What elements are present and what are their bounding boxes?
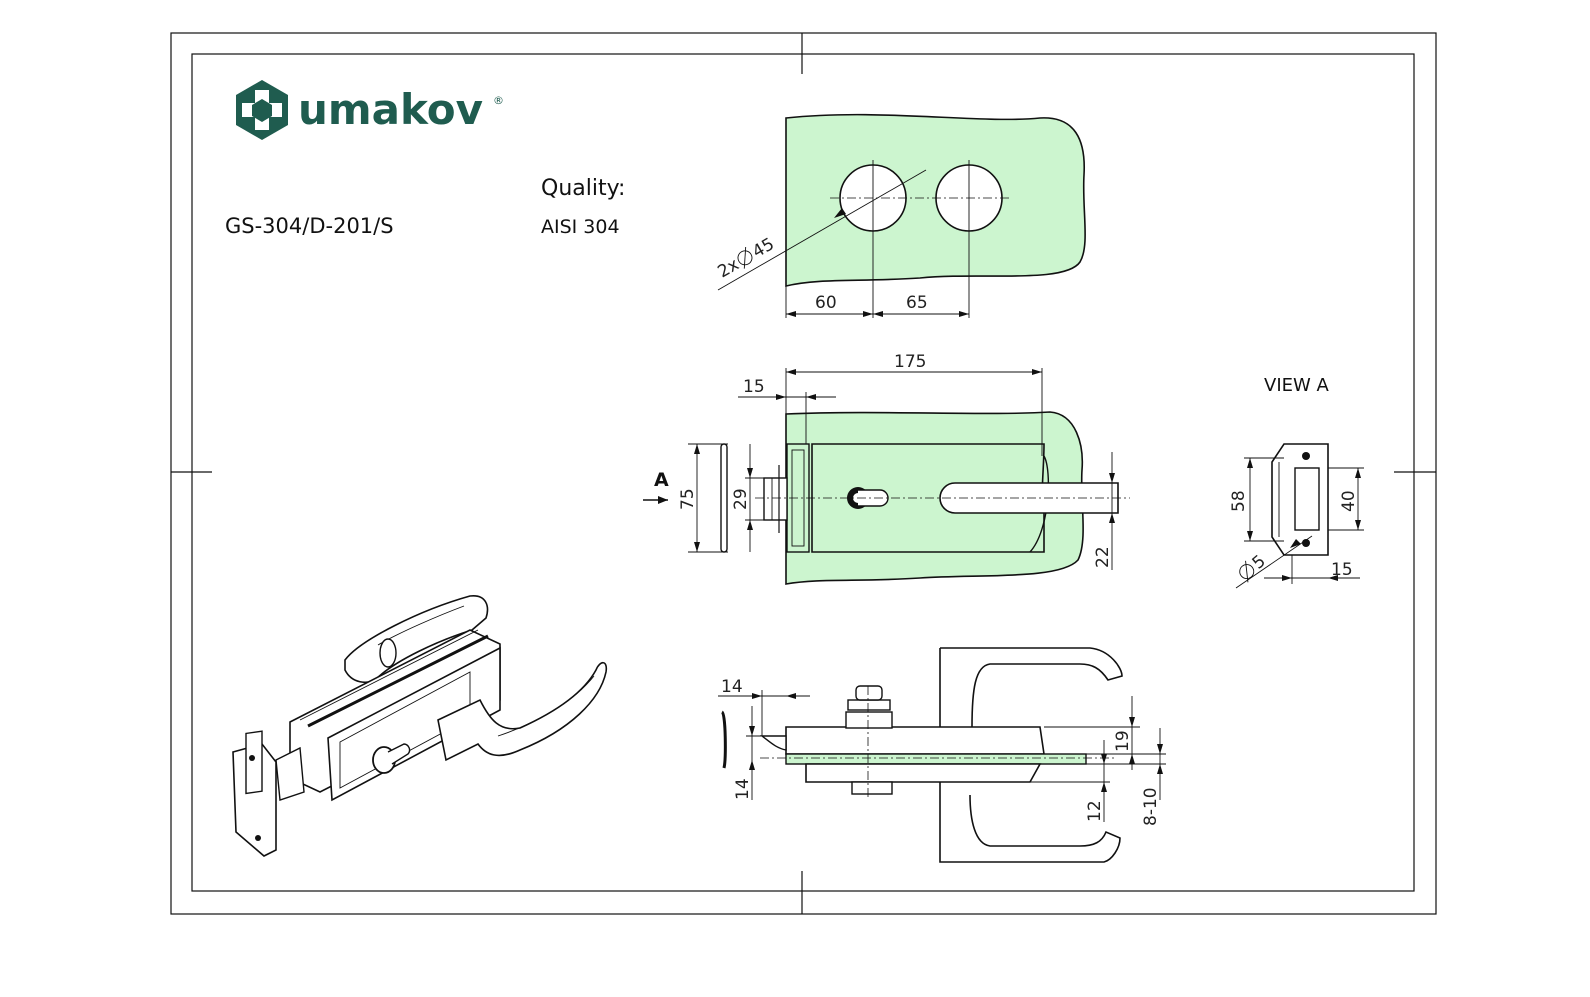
front-view-lock: 175 15 75 29 22 A bbox=[643, 352, 1130, 585]
dim-60: 60 bbox=[815, 293, 837, 313]
dim-15-side: 15 bbox=[1331, 560, 1353, 580]
dim-29: 29 bbox=[731, 488, 751, 510]
quality-value: AISI 304 bbox=[541, 216, 620, 238]
svg-text:5: 5 bbox=[1249, 551, 1270, 573]
dim-12: 12 bbox=[1085, 800, 1105, 822]
dim-5-label: 5 bbox=[1239, 551, 1270, 583]
view-a-label: VIEW A bbox=[1264, 375, 1330, 396]
registered-mark: ® bbox=[493, 94, 504, 107]
dim-8-10: 8-10 bbox=[1141, 787, 1161, 826]
section-marker: A bbox=[654, 469, 669, 491]
drawing-frame bbox=[170, 32, 1437, 915]
quality-label: Quality: bbox=[541, 176, 625, 201]
dim-14-top: 14 bbox=[721, 677, 743, 697]
dim-22: 22 bbox=[1093, 546, 1113, 568]
dim-65: 65 bbox=[906, 293, 928, 313]
side-view-lock: 14 14 19 12 8-10 bbox=[718, 647, 1166, 863]
view-a-strike-plate: VIEW A 58 40 5 15 bbox=[1229, 375, 1364, 589]
dim-175: 175 bbox=[894, 352, 926, 372]
dim-40: 40 bbox=[1339, 490, 1359, 512]
dim-75: 75 bbox=[678, 488, 698, 510]
dim-58: 58 bbox=[1229, 490, 1249, 512]
dim-14-side: 14 bbox=[733, 778, 753, 800]
top-view-glass: 2x 45 60 65 bbox=[715, 113, 1086, 318]
product-code: GS-304/D-201/S bbox=[225, 214, 394, 238]
umakov-logo: umakov ® bbox=[236, 80, 504, 140]
dim-19: 19 bbox=[1113, 730, 1133, 752]
umakov-logo-icon bbox=[236, 80, 288, 140]
logo-wordmark: umakov bbox=[298, 85, 483, 134]
hole-diameter-label: 2x 45 bbox=[715, 234, 778, 282]
dim-15-top: 15 bbox=[743, 377, 765, 397]
isometric-lock-view bbox=[232, 595, 608, 857]
